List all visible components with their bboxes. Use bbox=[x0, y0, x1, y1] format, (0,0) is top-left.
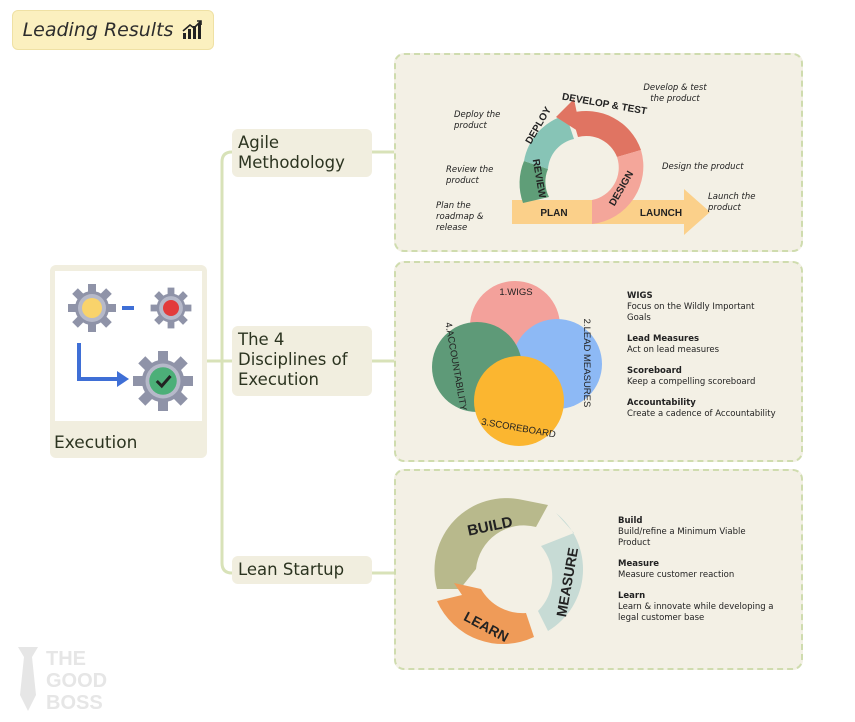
gear-red-icon bbox=[150, 287, 192, 329]
review-segment bbox=[519, 161, 549, 203]
plan-label: PLAN bbox=[540, 208, 567, 219]
petal-label-lead: 2.LEAD MEASURES bbox=[581, 319, 592, 408]
item-title: Scoreboard bbox=[627, 366, 682, 376]
gear-check-icon bbox=[133, 351, 193, 411]
note-launch: Launch the product bbox=[708, 192, 756, 213]
item-desc: Focus on the Wildly Important Goals bbox=[627, 302, 755, 323]
fourdx-panel: 1.WIGS 2.LEAD MEASURES 3.SCOREBOARD 4.AC… bbox=[394, 261, 803, 462]
item-desc: Measure customer reaction bbox=[618, 570, 735, 580]
svg-text:BOSS: BOSS bbox=[46, 692, 103, 713]
petal-label-wigs: 1.WIGS bbox=[499, 287, 532, 298]
title-badge: Leading Results bbox=[12, 10, 214, 50]
item-title: Learn bbox=[618, 591, 646, 601]
branch-4dx: The 4 Disciplines of Execution bbox=[232, 326, 372, 396]
bar-chart-icon bbox=[182, 20, 203, 39]
petal-scoreboard bbox=[474, 356, 564, 446]
note-deploy: Deploy the product bbox=[454, 110, 501, 131]
item-title: Accountability bbox=[627, 398, 696, 408]
svg-text:THE: THE bbox=[46, 648, 86, 670]
dash-icon bbox=[122, 306, 134, 310]
deploy-segment bbox=[524, 115, 574, 169]
execution-illustration bbox=[55, 271, 202, 421]
root-label: Execution bbox=[54, 433, 138, 453]
item-desc: Learn & innovate while developing a lega… bbox=[618, 602, 774, 623]
agile-panel: DEVELOP & TEST DESIGN LAUNCH PLAN REVIEW… bbox=[394, 53, 803, 252]
item-title: Build bbox=[618, 516, 643, 526]
page-title: Leading Results bbox=[22, 19, 174, 41]
gear-yellow-icon bbox=[68, 284, 116, 332]
item-title: WIGS bbox=[627, 291, 653, 301]
note-develop: Develop & test the product bbox=[643, 83, 707, 104]
item-desc: Act on lead measures bbox=[627, 345, 720, 355]
agile-cycle-diagram: DEVELOP & TEST DESIGN LAUNCH PLAN REVIEW… bbox=[512, 92, 710, 235]
branch-lean: Lean Startup bbox=[232, 556, 372, 584]
note-review: Review the product bbox=[446, 165, 494, 186]
launch-label: LAUNCH bbox=[640, 208, 682, 219]
item-title: Lead Measures bbox=[627, 334, 700, 344]
item-title: Measure bbox=[618, 559, 660, 569]
svg-text:GOOD: GOOD bbox=[46, 670, 107, 692]
fourdx-diagram: 1.WIGS 2.LEAD MEASURES 3.SCOREBOARD 4.AC… bbox=[432, 281, 602, 446]
measure-arc bbox=[538, 513, 584, 631]
plan-segment bbox=[512, 200, 592, 224]
arrow-icon bbox=[77, 343, 119, 381]
root-card: Execution bbox=[50, 265, 207, 458]
branch-agile: Agile Methodology bbox=[232, 129, 372, 177]
develop-segment bbox=[571, 110, 641, 157]
note-plan: Plan the roadmap & release bbox=[436, 201, 484, 233]
item-desc: Keep a compelling scoreboard bbox=[627, 377, 756, 387]
item-desc: Build/refine a Minimum Viable Product bbox=[618, 527, 746, 548]
design-segment bbox=[592, 150, 644, 224]
lean-cycle-diagram: BUILD MEASURE LEARN bbox=[434, 498, 584, 645]
good-boss-logo: THE GOOD BOSS bbox=[14, 645, 124, 714]
item-desc: Create a cadence of Accountability bbox=[627, 409, 776, 419]
learn-arc bbox=[437, 583, 534, 645]
note-design: Design the product bbox=[662, 162, 744, 172]
build-arc bbox=[434, 498, 548, 589]
